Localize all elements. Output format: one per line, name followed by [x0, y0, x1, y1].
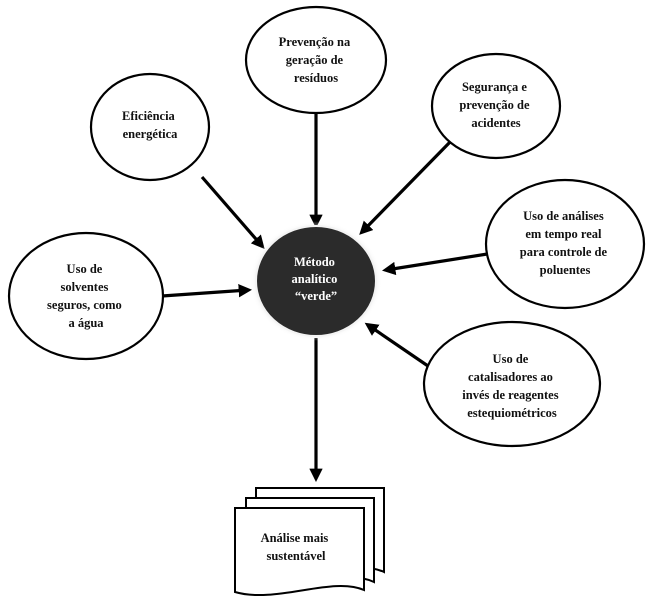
- document-front: [234, 507, 365, 597]
- node-solventes: Uso de solventes seguros, como a água: [7, 231, 165, 361]
- arrow-analises: [382, 250, 501, 276]
- node-analises: Uso de análises em tempo real para contr…: [484, 178, 646, 310]
- center-label: Método analítico “verde”: [292, 255, 341, 303]
- arrow-seguranca: [359, 138, 454, 235]
- center-node: Método analítico “verde”: [250, 221, 382, 341]
- node-prevencao-label: Prevenção na geração de resíduos: [279, 35, 354, 85]
- node-solventes-label: Uso de solventes seguros, como a água: [47, 262, 125, 330]
- node-prevencao: Prevenção na geração de resíduos: [244, 5, 388, 115]
- node-eficiencia: Eficiência energética: [89, 72, 211, 182]
- node-seguranca-label: Segurança e prevenção de acidentes: [459, 80, 532, 130]
- node-analises-label: Uso de análises em tempo real para contr…: [520, 209, 610, 277]
- document-stack: Análise mais sustentável: [234, 487, 385, 597]
- node-catalisadores: Uso de catalisadores ao invés de reagent…: [422, 320, 602, 448]
- arrow-solventes: [161, 283, 253, 298]
- node-eficiencia-label: Eficiência energética: [122, 109, 178, 141]
- node-catalisadores-label: Uso de catalisadores ao invés de reagent…: [462, 352, 561, 420]
- document-label: Análise mais sustentável: [261, 531, 332, 563]
- node-seguranca: Segurança e prevenção de acidentes: [430, 52, 562, 160]
- arrow-eficiencia: [200, 175, 265, 250]
- arrow-catalisadores: [364, 322, 429, 368]
